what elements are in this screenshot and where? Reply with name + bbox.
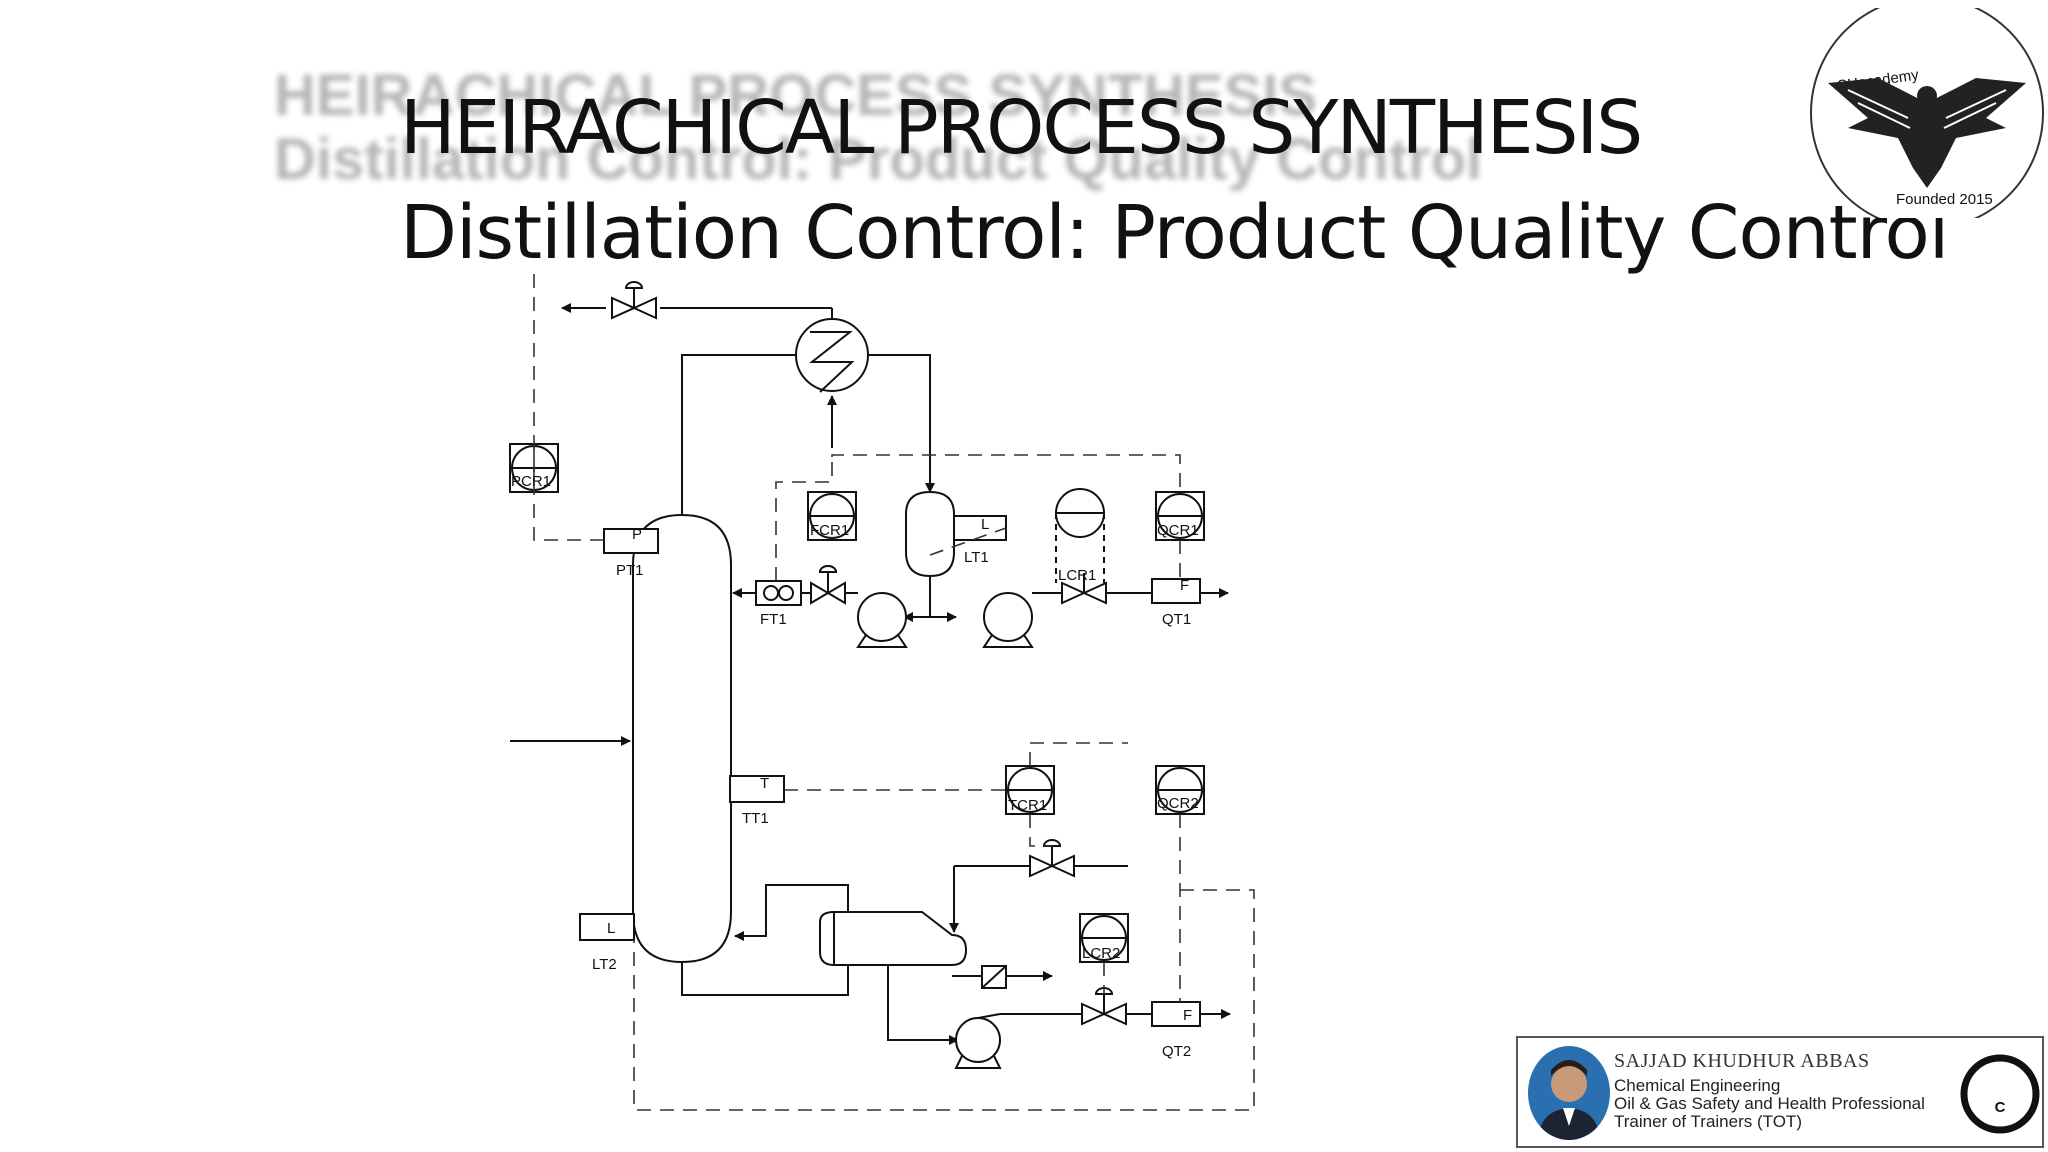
lt2-tag: LT2 (592, 956, 617, 973)
title-line2: Distillation Control: Product Quality Co… (400, 190, 1949, 276)
shacademy-logo: SHacademy Founded 2015 (1810, 8, 2044, 218)
overhead-vapor-line (681, 354, 796, 515)
author-avatar (1528, 1046, 1610, 1140)
signal-lines (533, 274, 1255, 1111)
tcr1-label: TCR1 (1008, 797, 1047, 814)
shadow-title-line1: HEIRACHICAL PROCESS SYNTHESIS (274, 63, 1318, 128)
qcr1-controller (1155, 491, 1205, 541)
lt2-transmitter (579, 913, 635, 941)
lcr1-label: LCR1 (1058, 567, 1096, 584)
reboiler (819, 911, 968, 966)
qt1-tag: QT1 (1162, 611, 1191, 628)
lcr2-controller (1079, 913, 1129, 963)
qt2-tag: QT2 (1162, 1043, 1191, 1060)
qt1-letter: F (1180, 577, 1189, 594)
pt1-transmitter (603, 528, 659, 554)
svg-text:C: C (1995, 1099, 2006, 1116)
shadow-title: HEIRACHICAL PROCESS SYNTHESIS Distillati… (274, 64, 1482, 192)
author-card: SAJJAD KHUDHUR ABBAS Chemical Engineerin… (1516, 1036, 2044, 1148)
logo-founded: Founded 2015 (1896, 191, 1993, 208)
qcr1-label: QCR1 (1157, 522, 1199, 539)
qt2-transmitter (1151, 1001, 1201, 1027)
bottoms-pump (955, 1017, 1001, 1063)
tt1-letter: T (760, 775, 769, 792)
lt1-transmitter (953, 515, 1007, 541)
qt1-transmitter (1151, 578, 1201, 604)
author-line2: Oil & Gas Safety and Health Professional (1614, 1094, 1925, 1113)
distillation-column (632, 513, 732, 964)
author-name: SAJJAD KHUDHUR ABBAS (1614, 1050, 1870, 1072)
distillate-pump (983, 592, 1033, 642)
tt1-tag: TT1 (742, 810, 769, 827)
fcr1-label: FCR1 (810, 522, 849, 539)
author-line3: Trainer of Trainers (TOT) (1614, 1112, 1802, 1131)
reflux-drum (905, 490, 955, 578)
title-line1: HEIRACHICAL PROCESS SYNTHESIS (400, 85, 1643, 171)
slide-title: HEIRACHICAL PROCESS SYNTHESIS Distillati… (400, 78, 1949, 288)
lt1-letter: L (981, 516, 989, 533)
pcr1-label: PCR1 (511, 473, 551, 490)
lt1-tag: LT1 (964, 549, 989, 566)
shadow-title-line2: Distillation Control: Product Quality Co… (274, 127, 1483, 192)
tt1-transmitter (729, 775, 785, 803)
qt2-letter: F (1183, 1007, 1192, 1024)
pt1-letter: P (632, 526, 642, 543)
qcr2-label: QCR2 (1157, 795, 1199, 812)
ft1-tag: FT1 (760, 611, 787, 628)
lcr2-label: LCR2 (1082, 945, 1120, 962)
fcr1-controller (807, 491, 857, 541)
tcr1-controller (1005, 765, 1055, 815)
pt1-tag: PT1 (616, 562, 644, 579)
author-line1: Chemical Engineering (1614, 1076, 1781, 1095)
reflux-pump (857, 592, 907, 642)
copyright-icon: C (1960, 1054, 2040, 1134)
lt2-letter: L (607, 920, 615, 937)
